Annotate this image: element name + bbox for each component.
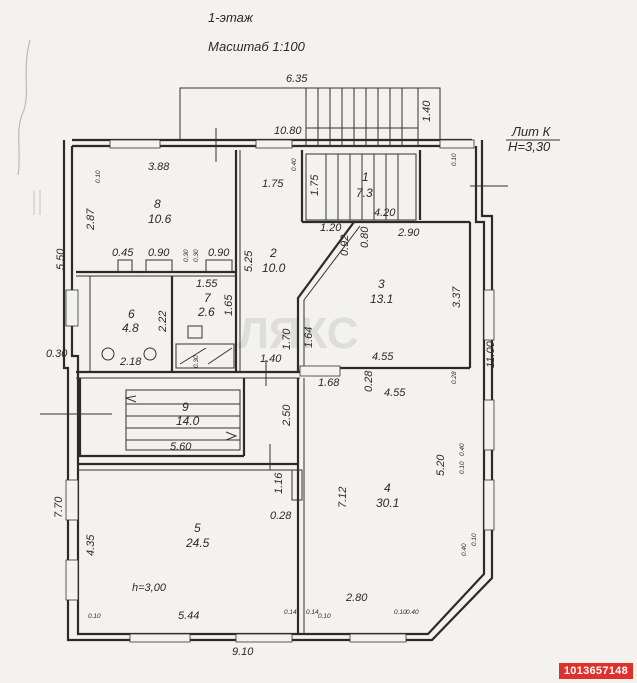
lit-label: Лит К [511, 124, 552, 139]
dim-label: 0.30 [46, 348, 68, 360]
dim-label: 0.45 [112, 247, 134, 259]
dim-label: 1.64 [303, 327, 315, 348]
dim-label: 0.28 [363, 370, 375, 392]
dim-label: 5.44 [178, 610, 199, 622]
porch-stairs [305, 87, 419, 147]
dim-label: 1.20 [320, 222, 342, 234]
room-5-area: 24.5 [185, 536, 210, 550]
dim-label: 0.40 [291, 158, 298, 171]
dim-label: 0.10 [88, 613, 101, 620]
dim-label: 0.30 [193, 249, 200, 262]
entry-marks [40, 128, 508, 470]
dim-label: 5.60 [170, 441, 192, 453]
dim-label: 4.35 [85, 534, 97, 556]
room-labels: 1 7.3 2 10.0 3 13.1 4 30.1 5 24.5 6 4.8 … [122, 170, 399, 594]
catalog-id-badge: 1013657148 [558, 663, 633, 679]
dim-label: 1.70 [281, 328, 293, 350]
room-1-area: 7.3 [356, 186, 373, 200]
dim-label: 0.90 [148, 247, 170, 259]
dim-label: 5.50 [55, 248, 67, 270]
dim-label: 7.12 [337, 487, 349, 508]
room-2-number: 2 [269, 246, 277, 260]
room-3-number: 3 [378, 277, 385, 291]
dim-label: 5.25 [243, 250, 255, 272]
room-4-area: 30.1 [376, 496, 399, 510]
stairs-room-1 [305, 153, 417, 221]
dim-label: 0.10 [459, 461, 466, 474]
dim-label: 2.87 [85, 208, 97, 231]
room-1-number: 1 [362, 170, 369, 184]
handwritten-note [17, 39, 41, 215]
dim-label: 1.40 [421, 100, 433, 122]
dim-label: 2.90 [397, 227, 420, 239]
dim-label: 0.92 [339, 235, 351, 256]
room-3-area: 13.1 [370, 292, 393, 306]
hall-stairs [124, 389, 241, 451]
height-label: H=3,30 [508, 139, 551, 154]
dim-label: 1.75 [309, 174, 321, 196]
dim-label: 4.20 [374, 207, 396, 219]
dim-label: 5.20 [435, 454, 447, 476]
dim-label: 1.65 [223, 294, 235, 316]
room-9-number: 9 [182, 400, 189, 414]
dim-label: 0.40 [459, 443, 466, 456]
dim-label: 1.55 [196, 278, 218, 290]
room-6-number: 6 [128, 307, 135, 321]
dim-label: 10.80 [274, 125, 302, 137]
dim-label: 0.10 [95, 170, 102, 183]
dim-label: 0.10 [451, 153, 458, 166]
windows [65, 139, 495, 643]
room-8-area: 10.6 [148, 212, 172, 226]
room-5-number: 5 [194, 521, 201, 535]
dim-label: 3.37 [451, 286, 463, 308]
dim-label: 11.00 [485, 340, 497, 368]
plan-scale: Масштаб 1:100 [208, 39, 306, 54]
dim-label: 4.55 [384, 387, 406, 399]
dim-label: 2.80 [345, 592, 368, 604]
dim-label: 7.70 [53, 496, 65, 518]
dim-label: 0.10 [471, 533, 478, 546]
dim-label: 0.28 [270, 510, 292, 522]
dim-label: 6.35 [286, 73, 308, 85]
room-8-number: 8 [154, 197, 161, 211]
dim-label: 0.10 [318, 613, 331, 620]
dim-label: 0.40 [461, 543, 468, 556]
dim-label: 0.40 [406, 609, 419, 616]
dim-label: 2.22 [157, 311, 169, 333]
dim-label: 0.14 [284, 609, 297, 616]
dim-label: 0.30 [193, 355, 200, 368]
interior-walls [76, 150, 472, 634]
dim-label: 1.40 [260, 353, 282, 365]
dim-label: 4.55 [372, 351, 394, 363]
dim-label: 9.10 [232, 646, 254, 658]
room-5-height: h=3,00 [132, 582, 167, 594]
room-2-area: 10.0 [262, 261, 286, 275]
dim-label: 2.50 [281, 404, 293, 427]
room-7-area: 2.6 [197, 305, 215, 319]
room-6-area: 4.8 [122, 321, 139, 335]
dim-label: 1.75 [262, 178, 284, 190]
dim-label: 0.10 [394, 609, 407, 616]
room-4-number: 4 [384, 481, 391, 495]
dim-label: 3.88 [148, 161, 170, 173]
room-9-area: 14.0 [176, 414, 200, 428]
room-7-number: 7 [204, 291, 212, 305]
plan-title: 1-этаж [208, 10, 254, 25]
dim-label: 0.30 [183, 249, 190, 262]
dim-label: 0.14 [306, 609, 319, 616]
dim-label: 1.68 [318, 377, 340, 389]
dim-label: 0.28 [451, 371, 458, 384]
dim-label: 1.16 [273, 472, 285, 494]
dim-label: 2.18 [119, 356, 142, 368]
fixtures [101, 259, 303, 501]
dim-label: 0.80 [359, 226, 371, 248]
dim-label: 0.90 [208, 247, 230, 259]
dimension-labels: 6.35 1.40 10.80 3.88 0.10 0.40 1.75 1.75… [46, 73, 497, 658]
